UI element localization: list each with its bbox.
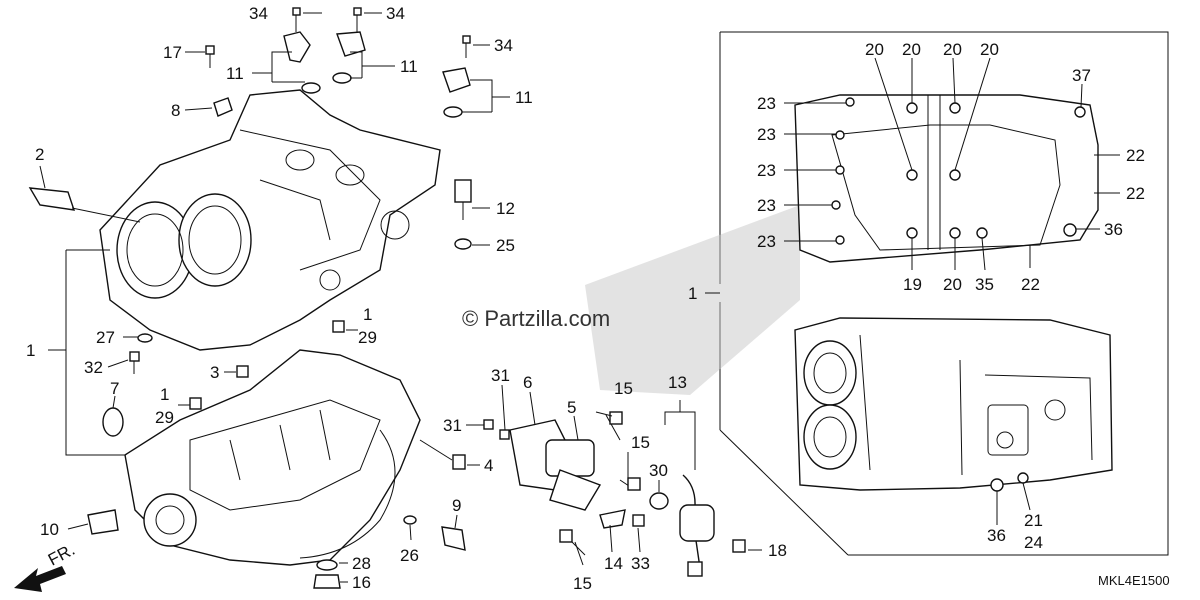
callout-26: 26 [400,546,419,565]
callout-4: 4 [484,456,493,475]
leader-lines [39,12,1120,583]
callout-27: 27 [96,328,115,347]
callout-32: 32 [84,358,103,377]
callout-20: 20 [902,40,921,59]
callout-1: 1 [363,305,372,324]
callout-19: 19 [903,275,922,294]
projection-shading [585,205,800,395]
callout-36: 36 [987,526,1006,545]
callout-16: 16 [352,573,371,592]
callout-11: 11 [226,64,244,83]
callout-34: 34 [494,36,513,55]
callout-24: 24 [1024,533,1043,552]
callout-33: 33 [631,554,650,573]
callout-22: 22 [1126,146,1145,165]
callout-15: 15 [573,574,592,593]
callout-3: 3 [210,363,219,382]
callout-20: 20 [943,40,962,59]
callout-20: 20 [865,40,884,59]
front-label: FR. [45,540,78,570]
callout-13: 13 [668,373,687,392]
callout-17: 17 [163,43,182,62]
callout-2: 2 [35,145,44,164]
callout-12: 12 [496,199,515,218]
callout-28: 28 [352,554,371,573]
callout-34: 34 [249,4,268,23]
callout-20: 20 [980,40,999,59]
callout-34: 34 [386,4,405,23]
callout-25: 25 [496,236,515,255]
callout-23: 23 [757,196,776,215]
inset-bottom-view [794,317,1113,492]
callout-15: 15 [614,379,633,398]
callout-22: 22 [1021,275,1040,294]
callout-37: 37 [1072,66,1091,85]
inset-top-view [794,94,1099,263]
front-direction-arrow: FR. [14,540,78,592]
middle-parts [483,411,746,577]
callout-31: 31 [443,416,462,435]
callout-29: 29 [358,328,377,347]
callout-30: 30 [649,461,668,480]
callout-36: 36 [1104,220,1123,239]
callout-15: 15 [631,433,650,452]
callout-23: 23 [757,232,776,251]
callout-21: 21 [1024,511,1043,530]
callout-22: 22 [1126,184,1145,203]
callout-8: 8 [171,101,180,120]
callout-29: 29 [155,408,174,427]
watermark-text: © Partzilla.com [462,306,610,331]
callout-1: 1 [160,385,169,404]
callout-labels: 34 34 34 17 11 11 11 8 2 12 25 1 1 29 1 … [26,4,1145,593]
callout-1: 1 [26,341,35,360]
upper-crankcase [99,89,441,351]
callout-35: 35 [975,275,994,294]
callout-6: 6 [523,373,532,392]
callout-1: 1 [688,284,697,303]
diagram-code: MKL4E1500 [1098,573,1170,588]
callout-9: 9 [452,496,461,515]
small-parts [28,7,472,589]
callout-11: 11 [515,88,533,107]
callout-5: 5 [567,398,576,417]
callout-23: 23 [757,94,776,113]
callout-31: 31 [491,366,510,385]
callout-23: 23 [757,125,776,144]
callout-23: 23 [757,161,776,180]
callout-10: 10 [40,520,59,539]
callout-20: 20 [943,275,962,294]
lower-crankcase [124,349,421,566]
callout-18: 18 [768,541,787,560]
callout-11: 11 [400,57,418,76]
callout-7: 7 [110,379,119,398]
callout-14: 14 [604,554,623,573]
